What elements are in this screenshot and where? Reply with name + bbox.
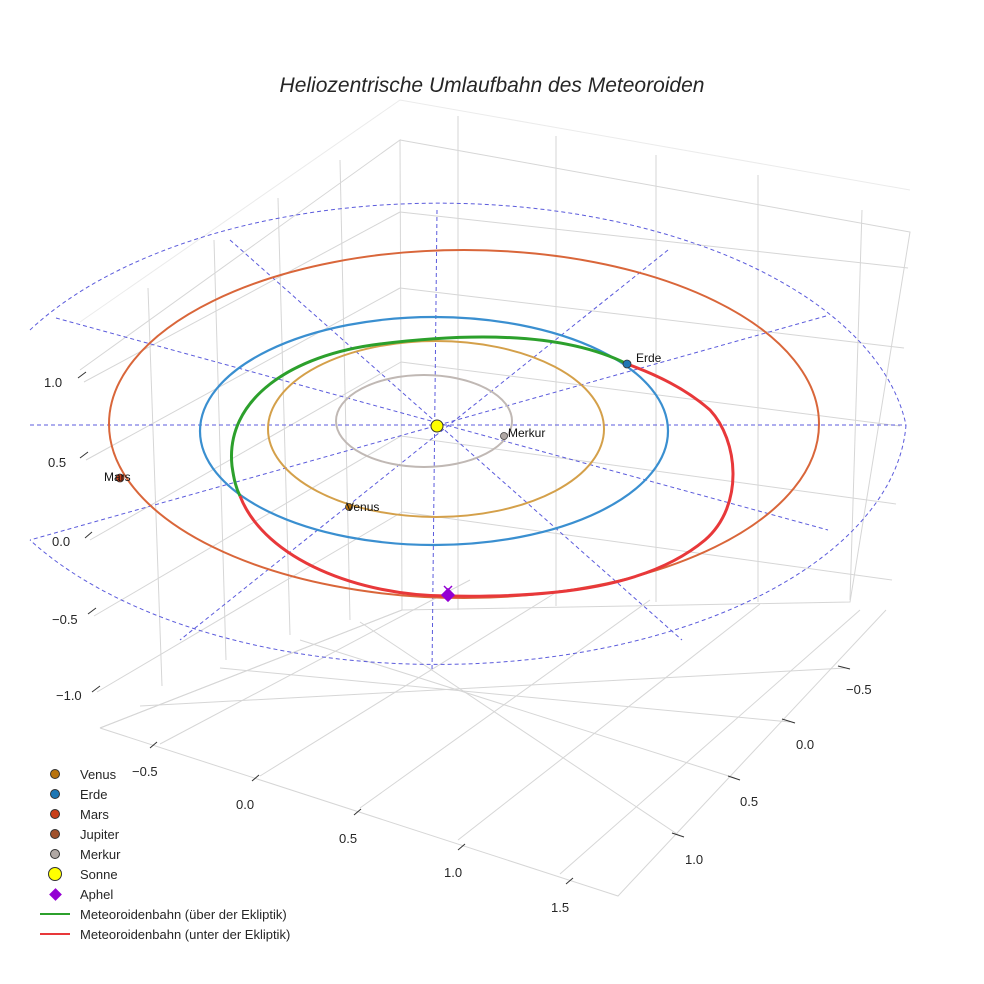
sonne-dot-icon	[48, 867, 62, 881]
legend-item-erde: Erde	[40, 784, 290, 804]
merkur-orbit	[335, 374, 513, 468]
merkur-label: Merkur	[508, 426, 545, 440]
planet-labels: Merkur Venus Erde Mars	[104, 351, 662, 514]
legend-item-mars: Mars	[40, 804, 290, 824]
legend-label: Aphel	[80, 886, 114, 902]
sonne-marker	[430, 419, 444, 433]
y-tick-label: 0.5	[740, 794, 758, 809]
jupiter-dot-icon	[50, 829, 60, 839]
z-tick-label: 0.5	[48, 455, 66, 470]
x-tick-label: −0.5	[132, 764, 158, 779]
x-tick-label: 0.0	[236, 797, 254, 812]
meteoroid-orbit	[230, 335, 735, 598]
mars-orbit	[108, 249, 820, 599]
green-line-icon	[40, 912, 70, 916]
erde-label: Erde	[636, 351, 662, 365]
legend-item-merkur: Merkur	[40, 844, 290, 864]
legend-item-above-ecliptic: Meteoroidenbahn (über der Ekliptik)	[40, 904, 290, 924]
legend-label: Jupiter	[80, 826, 120, 842]
z-tick-label: −1.0	[56, 688, 82, 703]
axis-ticks	[77, 371, 851, 885]
erde-orbit	[198, 315, 670, 547]
aphel-diamond-icon	[48, 887, 62, 901]
legend-label: Mars	[80, 806, 109, 822]
y-tick-label: 1.0	[685, 852, 703, 867]
y-tick-label: −0.5	[846, 682, 872, 697]
y-tick-label: 0.0	[796, 737, 814, 752]
legend-label: Meteoroidenbahn (über der Ekliptik)	[80, 906, 287, 922]
z-tick-label: −0.5	[52, 612, 78, 627]
legend-item-sonne: Sonne	[40, 864, 290, 884]
y-axis-labels: −0.5 0.0 0.5 1.0	[685, 682, 872, 867]
legend-label: Merkur	[80, 846, 121, 862]
venus-label: Venus	[346, 500, 379, 514]
meteoroid-orbit-above	[230, 335, 628, 497]
red-line-icon	[40, 932, 70, 936]
z-tick-label: 1.0	[44, 375, 62, 390]
z-tick-label: 0.0	[52, 534, 70, 549]
mars-dot-icon	[50, 809, 60, 819]
legend-label: Sonne	[80, 866, 118, 882]
legend-item-aphel: Aphel	[40, 884, 290, 904]
meteoroid-orbit-below	[238, 362, 735, 598]
x-tick-label: 0.5	[339, 831, 357, 846]
venus-dot-icon	[50, 769, 60, 779]
aphel-cross-icon	[443, 585, 453, 595]
merkur-dot-icon	[50, 849, 60, 859]
z-axis-labels: 1.0 0.5 0.0 −0.5 −1.0	[44, 375, 82, 703]
legend-item-venus: Venus	[40, 764, 290, 784]
planet-orbits	[108, 249, 820, 599]
aphel-marker	[440, 587, 456, 603]
planet-markers	[115, 359, 632, 603]
x-axis-labels: −0.5 0.0 0.5 1.0 1.5	[132, 764, 569, 915]
chart-title: Heliozentrische Umlaufbahn des Meteoroid…	[279, 74, 705, 97]
erde-marker	[622, 359, 632, 369]
venus-marker	[345, 503, 353, 511]
mars-label: Mars	[104, 470, 131, 484]
erde-dot-icon	[50, 789, 60, 799]
x-tick-label: 1.5	[551, 900, 569, 915]
legend-item-below-ecliptic: Meteoroidenbahn (unter der Ekliptik)	[40, 924, 290, 944]
legend-label: Erde	[80, 786, 108, 802]
merkur-marker	[500, 432, 508, 440]
x-tick-label: 1.0	[444, 865, 462, 880]
box-grid	[79, 99, 911, 897]
mars-marker	[115, 473, 125, 483]
legend-label: Venus	[80, 766, 117, 782]
venus-orbit	[267, 340, 605, 518]
ecliptic-grid	[29, 202, 907, 673]
legend: Venus Erde Mars Jupiter Merkur Sonne Aph…	[40, 764, 290, 944]
legend-item-jupiter: Jupiter	[40, 824, 290, 844]
legend-label: Meteoroidenbahn (unter der Ekliptik)	[80, 926, 291, 942]
